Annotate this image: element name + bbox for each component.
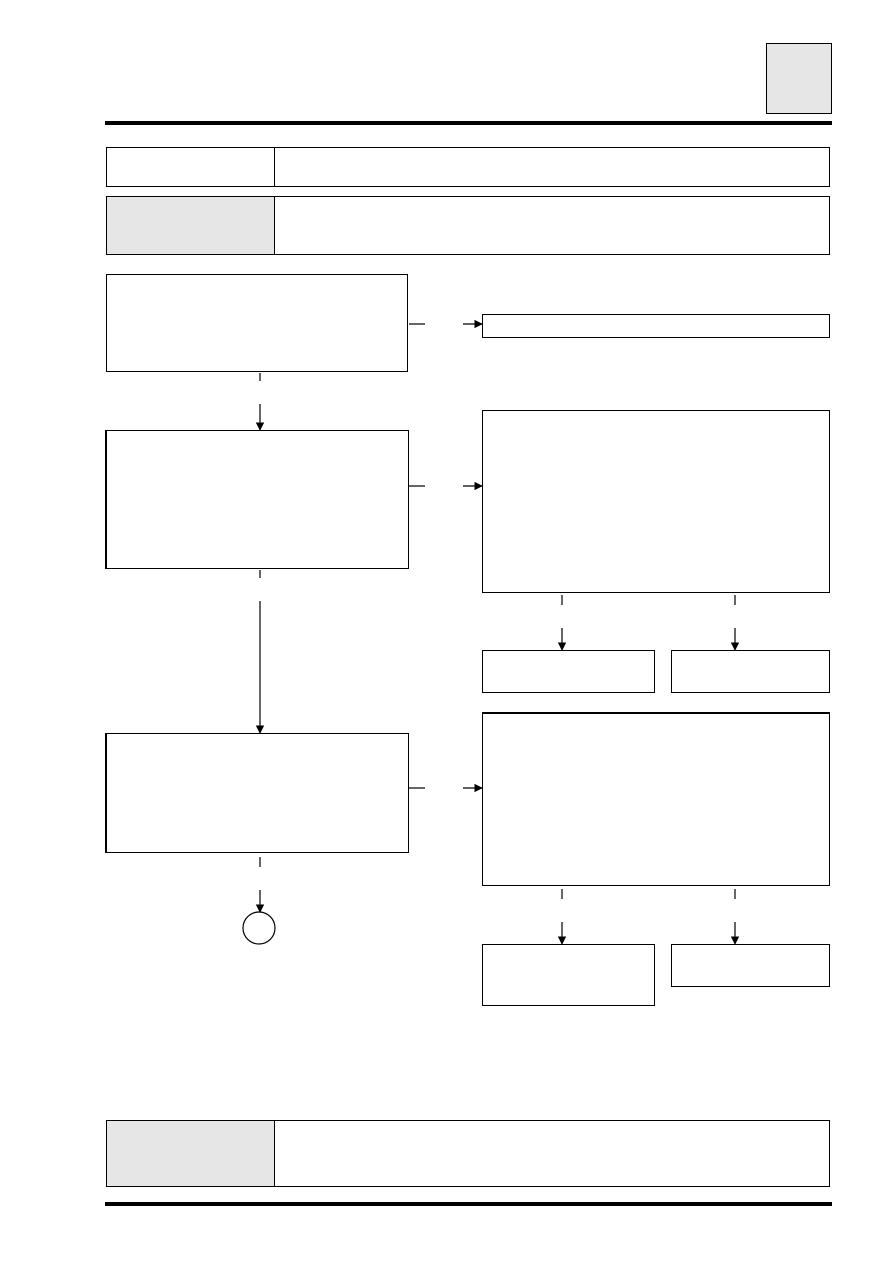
info-bottom-label-cell <box>106 1120 275 1187</box>
flow-result-3 <box>482 712 830 886</box>
info-bottom-value-cell <box>274 1120 830 1187</box>
flow-result-2a <box>482 650 655 693</box>
off-page-connector <box>242 911 276 945</box>
flow-result-2b <box>671 650 830 693</box>
flow-result-3a <box>482 944 655 1006</box>
info-row-2-label-cell <box>106 196 275 255</box>
footer-rule <box>105 1202 832 1206</box>
header-rule <box>105 121 832 125</box>
info-row-1-value-cell <box>274 147 830 187</box>
flow-result-2 <box>482 410 830 593</box>
flow-result-1 <box>482 314 830 338</box>
flow-result-3b <box>671 944 830 987</box>
flow-step-3 <box>105 733 409 853</box>
info-row-2-value-cell <box>274 196 830 255</box>
section-tab <box>766 43 832 114</box>
flow-step-1 <box>106 274 408 372</box>
info-row-1-label-cell <box>106 147 275 187</box>
flow-step-2 <box>105 430 409 569</box>
